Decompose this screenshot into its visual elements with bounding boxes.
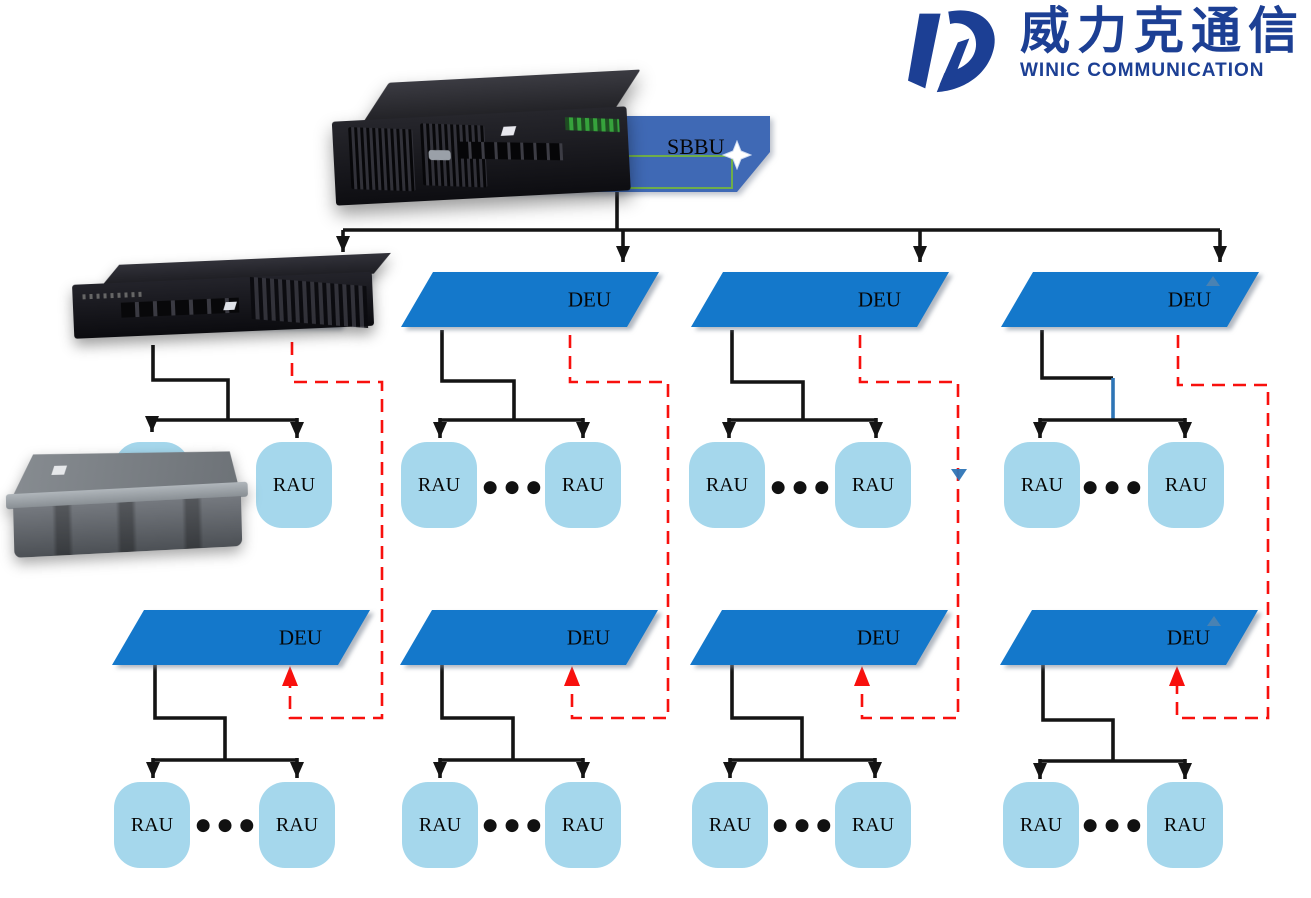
sbbu-device-photo [330, 69, 641, 211]
rau-label: RAU [561, 813, 605, 836]
server-front-face [331, 106, 631, 206]
ellipsis: ●●● [195, 815, 262, 835]
deu-label: DEU [567, 287, 611, 311]
deu-node-row2-col1: DEU [112, 610, 370, 665]
server-vent [348, 127, 416, 192]
deu-node-row1-col3: DEU [691, 272, 949, 327]
server-terminal-block [564, 117, 620, 133]
rau-label: RAU [705, 473, 749, 496]
ellipsis: ●●● [770, 477, 837, 497]
rau-label: RAU [418, 813, 462, 836]
cascade-connectors [288, 335, 1270, 720]
rau-label: RAU [130, 813, 174, 836]
rau-node: RAU [1148, 442, 1224, 528]
deu-node-row1-col4: DEU [1001, 272, 1259, 327]
sbbu-label: SBBU [667, 134, 725, 159]
rau-node: RAU [689, 442, 765, 528]
artifact-gray-triangle [1207, 616, 1221, 626]
company-name-cn: 威力克通信 [1020, 2, 1305, 60]
move-icon[interactable] [722, 140, 752, 170]
winic-logo: 威力克通信 WINIC COMMUNICATION [900, 4, 1305, 96]
deu-label: DEU [1166, 625, 1210, 649]
rau-label: RAU [1163, 813, 1207, 836]
deu-label: DEU [566, 625, 610, 649]
cascade-arrowheads [282, 666, 1185, 686]
deu-device-photo [71, 249, 391, 359]
rau-node: RAU [545, 782, 621, 868]
rau-node: RAU [402, 782, 478, 868]
deu-node-row2-col3: DEU [690, 610, 948, 665]
rau-label: RAU [851, 473, 895, 496]
rau-node: RAU [1004, 442, 1080, 528]
rau-label: RAU [275, 813, 319, 836]
rau-node: RAU [545, 442, 621, 528]
rau-node: RAU [259, 782, 335, 868]
rau-node: RAU [835, 442, 911, 528]
server-logo-mark [500, 126, 516, 136]
deu-node-row2-col2: DEU [400, 610, 658, 665]
ellipsis: ●●● [482, 815, 549, 835]
row1-branch-connectors [145, 330, 1192, 438]
rau-label: RAU [1019, 813, 1063, 836]
deu-label: DEU [1167, 287, 1211, 311]
rau-label: RAU [1020, 473, 1064, 496]
winic-logo-mark-icon [908, 10, 995, 93]
rau-label: RAU [851, 813, 895, 836]
switch-leds [82, 291, 143, 300]
deu-node-row2-col4: DEU [1000, 610, 1258, 665]
ellipsis: ●●● [1082, 815, 1149, 835]
ellipsis: ●●● [482, 477, 549, 497]
rau-device-photo [4, 437, 249, 563]
deu-node-row1-col2: DEU [401, 272, 659, 327]
ellipsis: ●●● [1082, 477, 1149, 497]
rau-node: RAU [692, 782, 768, 868]
rau-node: RAU [835, 782, 911, 868]
ellipsis: ●●● [772, 815, 839, 835]
row2-branch-connectors [146, 665, 1192, 779]
switch-ports [120, 297, 240, 318]
rau-node: RAU [1147, 782, 1223, 868]
artifact-blue-triangle [951, 469, 967, 481]
rau-label: RAU [561, 473, 605, 496]
deu-label: DEU [856, 625, 900, 649]
deu-label: DEU [278, 625, 322, 649]
rau-label: RAU [272, 473, 316, 496]
rau-node: RAU [1003, 782, 1079, 868]
rau-node: RAU [256, 442, 332, 528]
rau-node: RAU [114, 782, 190, 868]
amplifier-body [13, 496, 243, 558]
company-name-en: WINIC COMMUNICATION [1020, 60, 1265, 81]
server-ports [457, 141, 564, 161]
deu-label: DEU [857, 287, 901, 311]
artifact-gray-triangle [1206, 276, 1220, 286]
rau-label: RAU [417, 473, 461, 496]
trunk-connector [336, 191, 1227, 262]
rau-label: RAU [708, 813, 752, 836]
switch-vent [249, 276, 369, 329]
rau-label: RAU [1164, 473, 1208, 496]
rau-node: RAU [401, 442, 477, 528]
server-db9-port [428, 149, 451, 161]
